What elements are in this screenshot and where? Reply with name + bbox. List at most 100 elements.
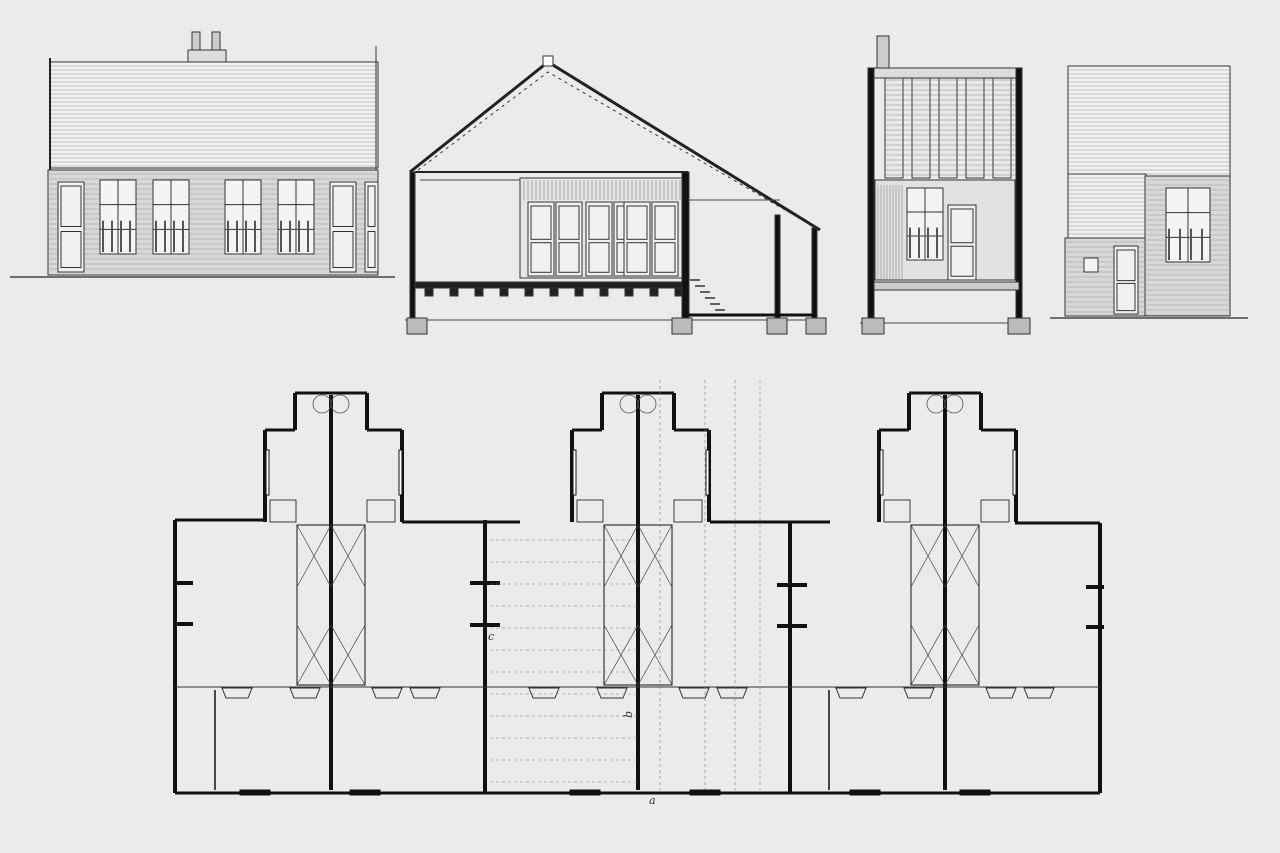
joist: [574, 287, 584, 297]
cross-section: [405, 55, 827, 335]
door-panel: [367, 231, 376, 268]
chimney-breast: [289, 687, 321, 699]
roof-top: [869, 67, 1023, 79]
door-panel: [60, 185, 82, 227]
label-b: b: [622, 711, 635, 718]
rafter-bay: [965, 77, 985, 179]
rafter-bay: [938, 77, 958, 179]
wall: [409, 171, 416, 323]
roof: [49, 61, 379, 169]
wall: [811, 227, 818, 321]
chimney-breast: [596, 687, 628, 699]
door: [1113, 245, 1139, 315]
label-a: a: [649, 794, 656, 807]
window-opening: [265, 449, 270, 496]
door-panel: [530, 205, 552, 240]
window-sill: [849, 789, 881, 796]
rafter-bay: [911, 77, 931, 179]
chimney: [876, 35, 890, 69]
stair-cross: [296, 524, 332, 588]
wc-pan: [312, 394, 332, 414]
chimney-breast: [409, 687, 441, 699]
window-sill: [689, 789, 721, 796]
stair-cross: [637, 524, 673, 588]
door-panel: [558, 205, 580, 240]
rafter-bay: [992, 77, 1012, 179]
chimney-breast: [678, 687, 710, 699]
window-opening: [879, 449, 884, 496]
joist: [449, 287, 459, 297]
footing: [861, 317, 885, 335]
step: [366, 499, 396, 523]
footing: [406, 317, 428, 335]
stair-cross: [910, 624, 946, 686]
door-panel: [654, 205, 676, 240]
door-panel: [558, 242, 580, 273]
chimney-breast: [528, 687, 560, 699]
door-panel: [654, 242, 676, 273]
chimney-breast: [903, 687, 935, 699]
small-window: [1083, 257, 1099, 273]
door-panel: [332, 185, 354, 227]
floor-joist: [409, 281, 686, 289]
front-elevation: [10, 31, 395, 278]
footing: [766, 317, 788, 335]
door-panel: [332, 231, 354, 268]
wc-pan: [637, 394, 657, 414]
floor: [873, 281, 1020, 291]
wall: [867, 67, 875, 324]
chimney-base: [187, 49, 227, 63]
joist: [649, 287, 659, 297]
door-panel: [588, 205, 610, 240]
wc-pan: [944, 394, 964, 414]
stair-cross: [944, 624, 980, 686]
window-opening: [1012, 449, 1017, 496]
wc-pan: [330, 394, 350, 414]
step: [576, 499, 604, 523]
chimney-breast: [1023, 687, 1055, 699]
window-sill: [349, 789, 381, 796]
footing: [805, 317, 827, 335]
wall: [774, 214, 781, 321]
step: [883, 499, 911, 523]
window-opening: [398, 449, 403, 496]
window-sill: [569, 789, 601, 796]
joist: [499, 287, 509, 297]
window-opening: [572, 449, 577, 496]
stair-cross: [330, 624, 366, 686]
chimney-breast: [716, 687, 748, 699]
door-panel: [950, 208, 974, 244]
rafter-bay: [884, 77, 904, 179]
door-panel: [60, 231, 82, 268]
door-panel: [1116, 282, 1136, 312]
stair-cross: [637, 624, 673, 686]
door-panel: [1116, 249, 1136, 282]
roof-purlins: [417, 71, 817, 229]
wc-pan: [619, 394, 639, 414]
step: [269, 499, 297, 523]
door-panel: [530, 242, 552, 273]
side-section: [860, 35, 1031, 335]
stair-cross: [944, 524, 980, 588]
joist: [474, 287, 484, 297]
window-opening: [705, 449, 710, 496]
label-c: c: [488, 630, 494, 643]
footing: [1007, 317, 1031, 335]
door-panel: [367, 185, 376, 227]
roof: [1067, 65, 1231, 177]
stair-cross: [330, 524, 366, 588]
chimney-breast: [221, 687, 253, 699]
floor-plan: [173, 380, 1104, 796]
joist: [624, 287, 634, 297]
wall: [681, 171, 690, 323]
door-panel: [626, 242, 648, 273]
chimney-breast: [835, 687, 867, 699]
window-sill: [239, 789, 271, 796]
door-panel: [588, 242, 610, 273]
door-panel: [626, 205, 648, 240]
wc-pan: [926, 394, 946, 414]
joist: [424, 287, 434, 297]
joist: [549, 287, 559, 297]
